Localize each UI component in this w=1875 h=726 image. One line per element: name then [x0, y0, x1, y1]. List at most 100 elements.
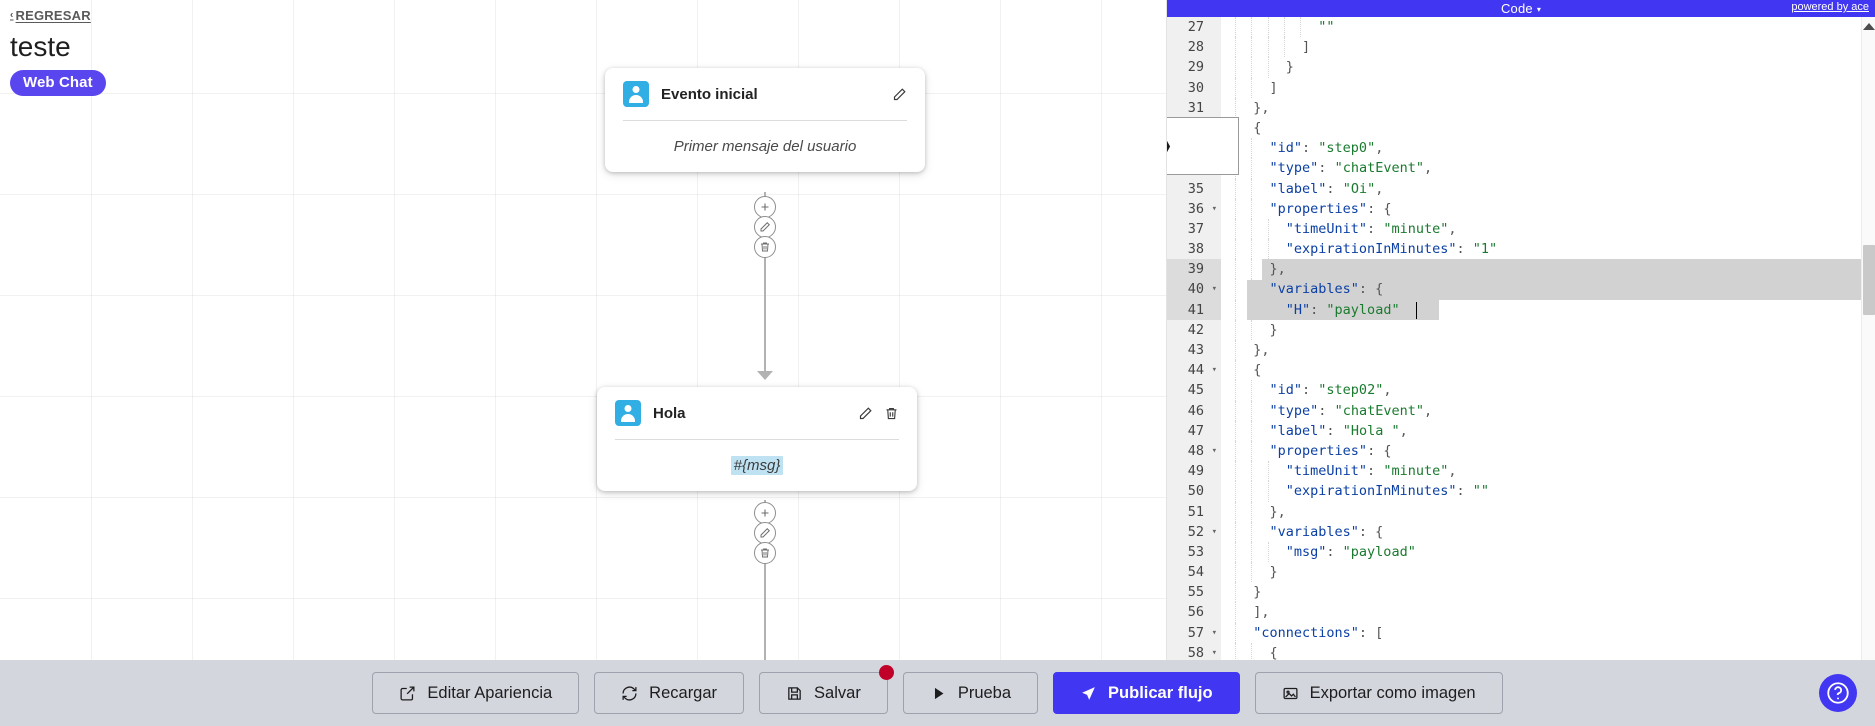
- code-token: ,: [1448, 220, 1457, 237]
- indent-guide: [1267, 37, 1269, 58]
- code-line[interactable]: "type": "chatEvent",: [1221, 158, 1875, 179]
- indent-guide: [1267, 239, 1269, 260]
- code-line[interactable]: "timeUnit": "minute",: [1221, 461, 1875, 482]
- code-token: },: [1253, 342, 1270, 358]
- code-line[interactable]: "type": "chatEvent",: [1221, 400, 1875, 421]
- code-token: : {: [1367, 442, 1392, 459]
- indent-guide: [1283, 17, 1285, 38]
- code-line[interactable]: "connections": [: [1221, 622, 1875, 643]
- code-line[interactable]: {: [1221, 642, 1875, 660]
- indent-guide: [1267, 461, 1269, 482]
- code-line[interactable]: {: [1221, 117, 1875, 139]
- code-text: },: [1268, 259, 1286, 279]
- code-line[interactable]: {: [1221, 360, 1875, 381]
- code-line[interactable]: ]: [1221, 77, 1875, 98]
- code-token: "chatEvent": [1334, 160, 1424, 177]
- code-line[interactable]: "label": "Oi",: [1221, 178, 1875, 199]
- code-line[interactable]: "id": "step0",: [1221, 138, 1875, 159]
- code-line[interactable]: }: [1221, 57, 1875, 78]
- add-step-button[interactable]: [754, 196, 776, 218]
- code-line[interactable]: "expirationInMinutes": "": [1221, 481, 1875, 502]
- line-number: 35: [1187, 180, 1204, 197]
- edit-step-button[interactable]: [754, 522, 776, 544]
- powered-by-ace-link[interactable]: powered by ace: [1791, 1, 1869, 13]
- pencil-icon[interactable]: [892, 87, 907, 102]
- fold-arrow-icon[interactable]: ▾: [1211, 203, 1217, 214]
- toolbar-button-recargar[interactable]: Recargar: [594, 672, 745, 714]
- code-text: ],: [1251, 602, 1269, 622]
- delete-step-button[interactable]: [754, 236, 776, 258]
- scrollbar-thumb[interactable]: [1863, 245, 1875, 315]
- line-number: 54: [1187, 564, 1204, 581]
- code-line[interactable]: ],: [1221, 602, 1875, 623]
- code-line[interactable]: "variables": {: [1221, 521, 1875, 542]
- toolbar-button-prueba[interactable]: Prueba: [902, 672, 1039, 714]
- fold-arrow-icon[interactable]: ▾: [1211, 627, 1217, 638]
- fold-arrow-icon[interactable]: ▾: [1211, 647, 1217, 658]
- code-token: "step02": [1318, 382, 1384, 399]
- code-text: },: [1251, 98, 1269, 118]
- code-line[interactable]: },: [1221, 259, 1875, 280]
- toolbar-button-publicar-flujo[interactable]: Publicar flujo: [1053, 672, 1240, 714]
- code-token: "type": [1269, 160, 1319, 177]
- code-token: : {: [1367, 200, 1392, 217]
- code-line[interactable]: ]: [1221, 37, 1875, 58]
- code-line[interactable]: "properties": {: [1221, 440, 1875, 462]
- toolbar-button-salvar[interactable]: Salvar: [759, 672, 888, 714]
- code-line[interactable]: },: [1221, 340, 1875, 361]
- toolbar-button-exportar-como-imagen[interactable]: Exportar como imagen: [1254, 672, 1503, 714]
- fold-arrow-icon[interactable]: ▾: [1211, 526, 1217, 537]
- code-token: ],: [1253, 604, 1270, 621]
- toolbar-button-editar-apariencia[interactable]: Editar Apariencia: [372, 672, 580, 714]
- code-line[interactable]: "variables": {: [1221, 279, 1875, 300]
- line-number: 52▾: [1167, 522, 1221, 542]
- line-number: 58▾: [1167, 643, 1221, 660]
- flow-node-hola[interactable]: Hola #{msg}: [597, 387, 917, 491]
- pencil-icon[interactable]: [858, 406, 873, 421]
- code-line[interactable]: }: [1221, 319, 1875, 340]
- toolbar-button-wrapper: Publicar flujo: [1053, 672, 1240, 714]
- code-line[interactable]: "timeUnit": "minute",: [1221, 218, 1875, 240]
- fold-arrow-icon[interactable]: ▾: [1211, 445, 1217, 456]
- code-line[interactable]: "id": "step02",: [1221, 380, 1875, 401]
- code-mode-selector[interactable]: Code ▾: [1501, 1, 1541, 16]
- edit-step-button[interactable]: [754, 216, 776, 238]
- code-line[interactable]: },: [1221, 501, 1875, 522]
- editor-vertical-scrollbar[interactable]: [1861, 17, 1875, 660]
- code-line[interactable]: "H": "payload": [1221, 299, 1875, 320]
- line-number: 27: [1187, 19, 1204, 35]
- code-area[interactable]: 272829303132▾33343536▾37383940▾41424344▾…: [1167, 17, 1875, 660]
- text-selection-highlight: [1247, 299, 1440, 320]
- help-button[interactable]: [1819, 674, 1857, 712]
- fold-arrow-icon[interactable]: ▾: [1211, 284, 1217, 295]
- code-text: "label": "Oi",: [1268, 179, 1384, 199]
- code-line[interactable]: }: [1221, 582, 1875, 603]
- code-content[interactable]: ""]}]},{"id": "step0","type": "chatEvent…: [1221, 17, 1875, 660]
- back-link[interactable]: ‹ REGRESAR: [10, 8, 91, 23]
- code-line[interactable]: },: [1221, 97, 1875, 118]
- flow-canvas[interactable]: ‹ REGRESAR teste Web Chat Evento inicial: [0, 0, 1166, 660]
- code-mode-label: Code: [1500, 1, 1533, 16]
- code-line[interactable]: "properties": {: [1221, 198, 1875, 219]
- node-divider: [615, 439, 899, 440]
- indent-guide: [1251, 178, 1253, 199]
- trash-icon[interactable]: [884, 406, 899, 421]
- code-line[interactable]: "msg": "payload": [1221, 541, 1875, 563]
- indent-guide: [1251, 319, 1253, 340]
- code-line[interactable]: "": [1221, 17, 1875, 38]
- code-token: :: [1310, 301, 1327, 318]
- add-step-button[interactable]: [754, 502, 776, 524]
- scroll-up-arrow-icon[interactable]: [1862, 23, 1875, 30]
- code-text: {: [1268, 643, 1278, 660]
- flow-node-evento-inicial[interactable]: Evento inicial Primer mensaje del usuari…: [605, 68, 925, 172]
- code-editor-panel[interactable]: Code ▾ powered by ace 272829303132▾33343…: [1166, 0, 1875, 660]
- code-line[interactable]: "label": "Hola ",: [1221, 420, 1875, 441]
- fold-arrow-icon[interactable]: ▾: [1211, 365, 1217, 376]
- code-line[interactable]: }: [1221, 562, 1875, 583]
- code-line[interactable]: "expirationInMinutes": "1": [1221, 239, 1875, 260]
- code-token: "id": [1269, 382, 1303, 399]
- code-fold-toggle[interactable]: ❯: [1167, 117, 1239, 175]
- toolbar-button-wrapper: Recargar: [594, 672, 745, 714]
- delete-step-button[interactable]: [754, 542, 776, 564]
- indent-guide: [1235, 420, 1236, 441]
